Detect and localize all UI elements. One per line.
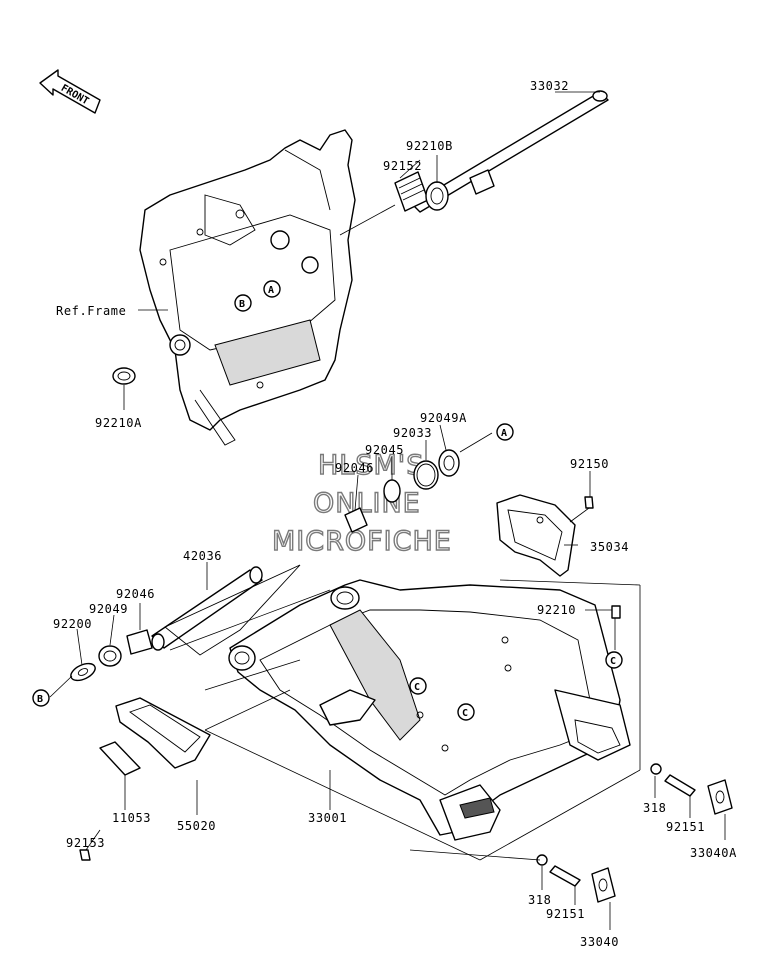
callout-b-top: B: [234, 294, 252, 312]
part-label-33040: 33040: [580, 935, 619, 949]
part-label-318-bottom: 318: [528, 893, 551, 907]
swingarm: [228, 579, 631, 841]
part-label-35034: 35034: [590, 540, 629, 554]
watermark-line-2: ONLINE: [313, 488, 421, 519]
callout-a-right: A: [496, 423, 514, 441]
callout-c-3: C: [457, 703, 475, 721]
part-label-92049: 92049: [89, 602, 128, 616]
part-label-92045: 92045: [365, 443, 404, 457]
part-label-55020: 55020: [177, 819, 216, 833]
part-label-92153: 92153: [66, 836, 105, 850]
part-label-42036: 42036: [183, 549, 222, 563]
callout-c-2: C: [409, 677, 427, 695]
callout-b-left: B: [32, 689, 50, 707]
label-ref-frame: Ref.Frame: [56, 304, 126, 318]
chain-adjusters: [536, 763, 733, 903]
left-pivot-parts: [70, 629, 153, 682]
part-label-92150: 92150: [570, 457, 609, 471]
svg-text:B: B: [37, 694, 43, 705]
part-label-33040a: 33040A: [690, 846, 737, 860]
part-label-92151-right: 92151: [666, 820, 705, 834]
part-label-92046-left: 92046: [116, 587, 155, 601]
svg-text:C: C: [462, 708, 468, 719]
front-arrow-icon: FRONT: [39, 69, 101, 114]
svg-text:B: B: [239, 299, 245, 310]
svg-text:A: A: [501, 428, 507, 439]
part-label-11053: 11053: [112, 811, 151, 825]
svg-text:A: A: [268, 285, 274, 296]
frame-illustration: [139, 129, 356, 446]
leader-lines: [49, 91, 726, 930]
chain-slider-parts: [79, 697, 211, 861]
part-label-92049a: 92049A: [420, 411, 467, 425]
part-label-92200: 92200: [53, 617, 92, 631]
svg-text:C: C: [610, 656, 616, 667]
part-label-33032: 33032: [530, 79, 569, 93]
chain-guard: [496, 494, 594, 577]
part-label-92033: 92033: [393, 426, 432, 440]
pivot-bearing-stack: [344, 449, 460, 533]
part-label-92151-bottom: 92151: [546, 907, 585, 921]
part-label-33001: 33001: [308, 811, 347, 825]
callout-c-1: C: [605, 651, 623, 669]
part-label-92046-top: 92046: [335, 461, 374, 475]
part-label-92210a: 92210A: [95, 416, 142, 430]
svg-text:C: C: [414, 682, 420, 693]
watermark-line-1: HLSM'S: [318, 450, 424, 481]
callout-a-top: A: [263, 280, 281, 298]
part-label-92152: 92152: [383, 159, 422, 173]
pivot-sleeve: [151, 564, 301, 656]
part-label-92210b: 92210B: [406, 139, 453, 153]
watermark-line-3: MICROFICHE: [272, 526, 452, 557]
part-label-318-right: 318: [643, 801, 666, 815]
part-label-92210: 92210: [537, 603, 576, 617]
